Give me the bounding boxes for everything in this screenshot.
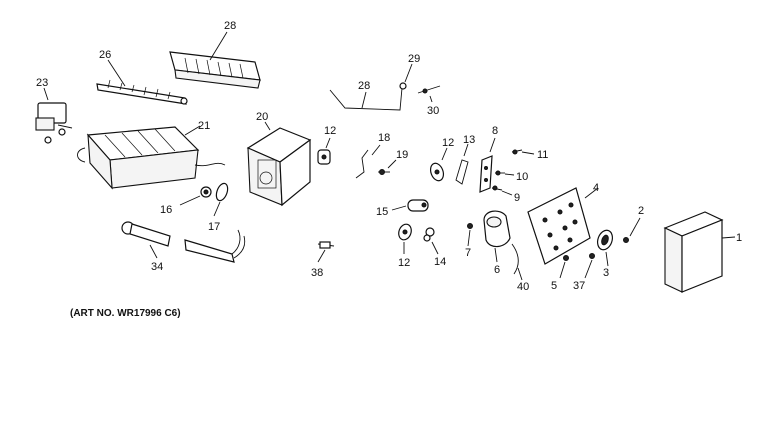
callout-7: 7 [465, 247, 471, 259]
part-12-switch-upper [317, 137, 331, 165]
part-1-front-cover [663, 211, 736, 293]
callout-30: 30 [427, 105, 439, 117]
part-40-wire-harness [511, 243, 523, 281]
part-5-screw [559, 255, 569, 279]
callout-25: 26 [99, 49, 111, 61]
part-14-fitting [423, 227, 439, 255]
part-16-gear [179, 186, 212, 206]
callout-28: 28 [358, 80, 370, 92]
part-25-ejector-blade [96, 59, 188, 105]
callout-5: 5 [551, 280, 557, 292]
part-2-screw [623, 217, 641, 243]
callout-9: 9 [514, 192, 520, 204]
callout-2: 2 [638, 205, 644, 217]
callout-19: 19 [396, 149, 408, 161]
part-29-spring [399, 63, 413, 90]
part-12-switch-middle [429, 147, 448, 182]
part-12-switch-lower [398, 223, 412, 254]
part-38-screw [317, 241, 335, 263]
callout-37: 37 [573, 280, 585, 292]
callout-8: 8 [492, 125, 498, 137]
part-37-screw [584, 253, 595, 279]
part-23-water-valve [35, 87, 73, 144]
callout-10: 10 [516, 171, 528, 183]
part-21-ice-mold [77, 125, 226, 190]
callout-26: 28 [224, 20, 236, 32]
callout-14: 14 [434, 256, 446, 268]
callout-labels: 28 26 23 21 20 16 17 34 38 28 29 30 12 1… [36, 20, 742, 293]
callout-4: 4 [593, 182, 599, 194]
callout-40: 40 [517, 281, 529, 293]
callout-12-middle: 12 [442, 137, 454, 149]
callout-29: 29 [408, 53, 420, 65]
part-30-screw [417, 85, 441, 103]
part-13-lever [455, 143, 469, 185]
callout-16: 16 [160, 204, 172, 216]
part-7-screw [467, 223, 473, 247]
callout-20: 20 [256, 111, 268, 123]
part-8-switch-plate [479, 137, 496, 193]
part-9-screw [491, 185, 513, 196]
part-15-thermostat [391, 199, 429, 212]
part-28-shutoff-arm [329, 87, 403, 111]
callout-13: 13 [463, 134, 475, 146]
callout-11: 11 [537, 149, 548, 161]
part-6-motor [483, 210, 511, 263]
callout-23: 23 [36, 77, 48, 89]
callout-38: 38 [311, 267, 323, 279]
callout-17: 17 [208, 221, 220, 233]
callout-6: 6 [494, 264, 500, 276]
part-18-bracket [355, 144, 381, 179]
part-19-screw [378, 159, 397, 175]
callout-1: 1 [736, 232, 742, 244]
part-17-cam [213, 182, 229, 217]
art-number: (ART NO. WR17996 C6) [70, 308, 181, 319]
part-3-gear [596, 229, 614, 267]
callout-12-lower: 12 [398, 257, 410, 269]
callout-15: 15 [376, 206, 388, 218]
callout-18: 18 [378, 132, 390, 144]
part-10-screw [495, 170, 515, 176]
part-11-screw [511, 149, 535, 155]
part-20-housing [246, 121, 312, 207]
part-26-ejector-cover [169, 31, 261, 89]
callout-12-upper: 12 [324, 125, 336, 137]
callout-21: 21 [198, 120, 210, 132]
callout-3: 3 [603, 267, 609, 279]
part-34-fill-tube [121, 221, 246, 263]
callout-34: 34 [151, 261, 163, 273]
part-4-mounting-plate [527, 187, 599, 265]
